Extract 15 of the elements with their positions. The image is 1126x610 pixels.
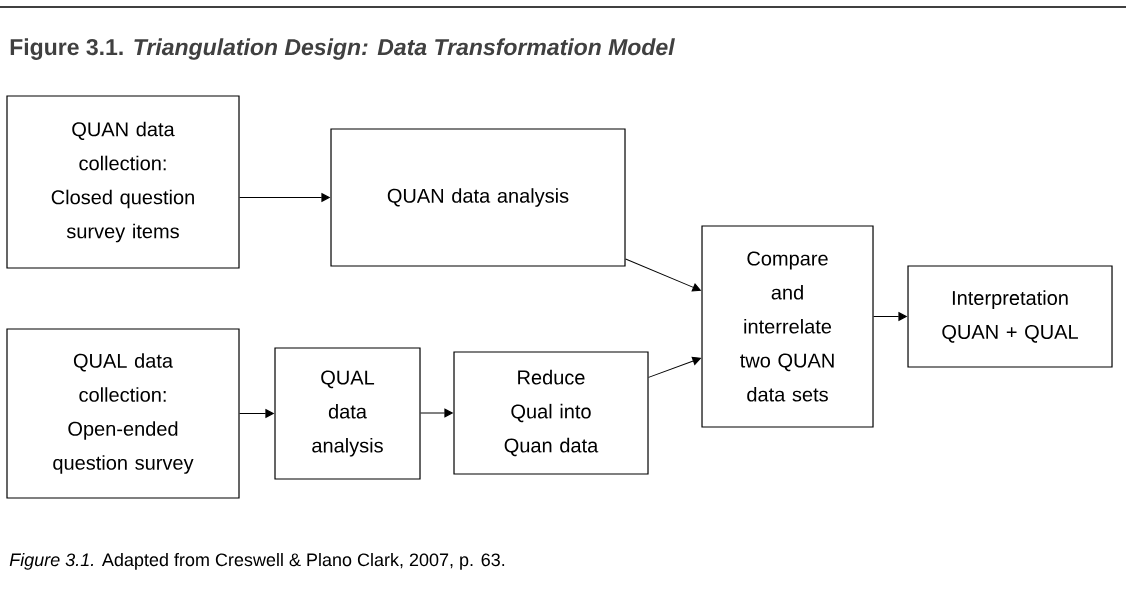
process-box: Reduce Qual into Quan data (453, 351, 649, 475)
arrow (648, 356, 701, 378)
process-box: QUAN data collection: Closed question survey items (6, 95, 240, 269)
process-box: Interpretation QUAN + QUAL (907, 265, 1113, 368)
arrow (625, 258, 701, 292)
figure-title: Figure 3.1. Triangulation Design: Data Transformation Model (10, 38, 675, 60)
arrow (239, 193, 330, 202)
process-box: Compare and interrelate two QUAN data sets (701, 225, 874, 428)
figure-caption: Figure 3.1. Adapted from Creswell & Plano Clark, 2007, p. 63. (9, 552, 505, 570)
arrow (420, 408, 453, 418)
process-box: QUAL data analysis (274, 347, 421, 480)
process-box: QUAN data analysis (330, 128, 626, 267)
arrow (239, 409, 274, 418)
arrow (873, 312, 907, 321)
process-box: QUAL data collection: Open-ended question survey (6, 328, 240, 499)
